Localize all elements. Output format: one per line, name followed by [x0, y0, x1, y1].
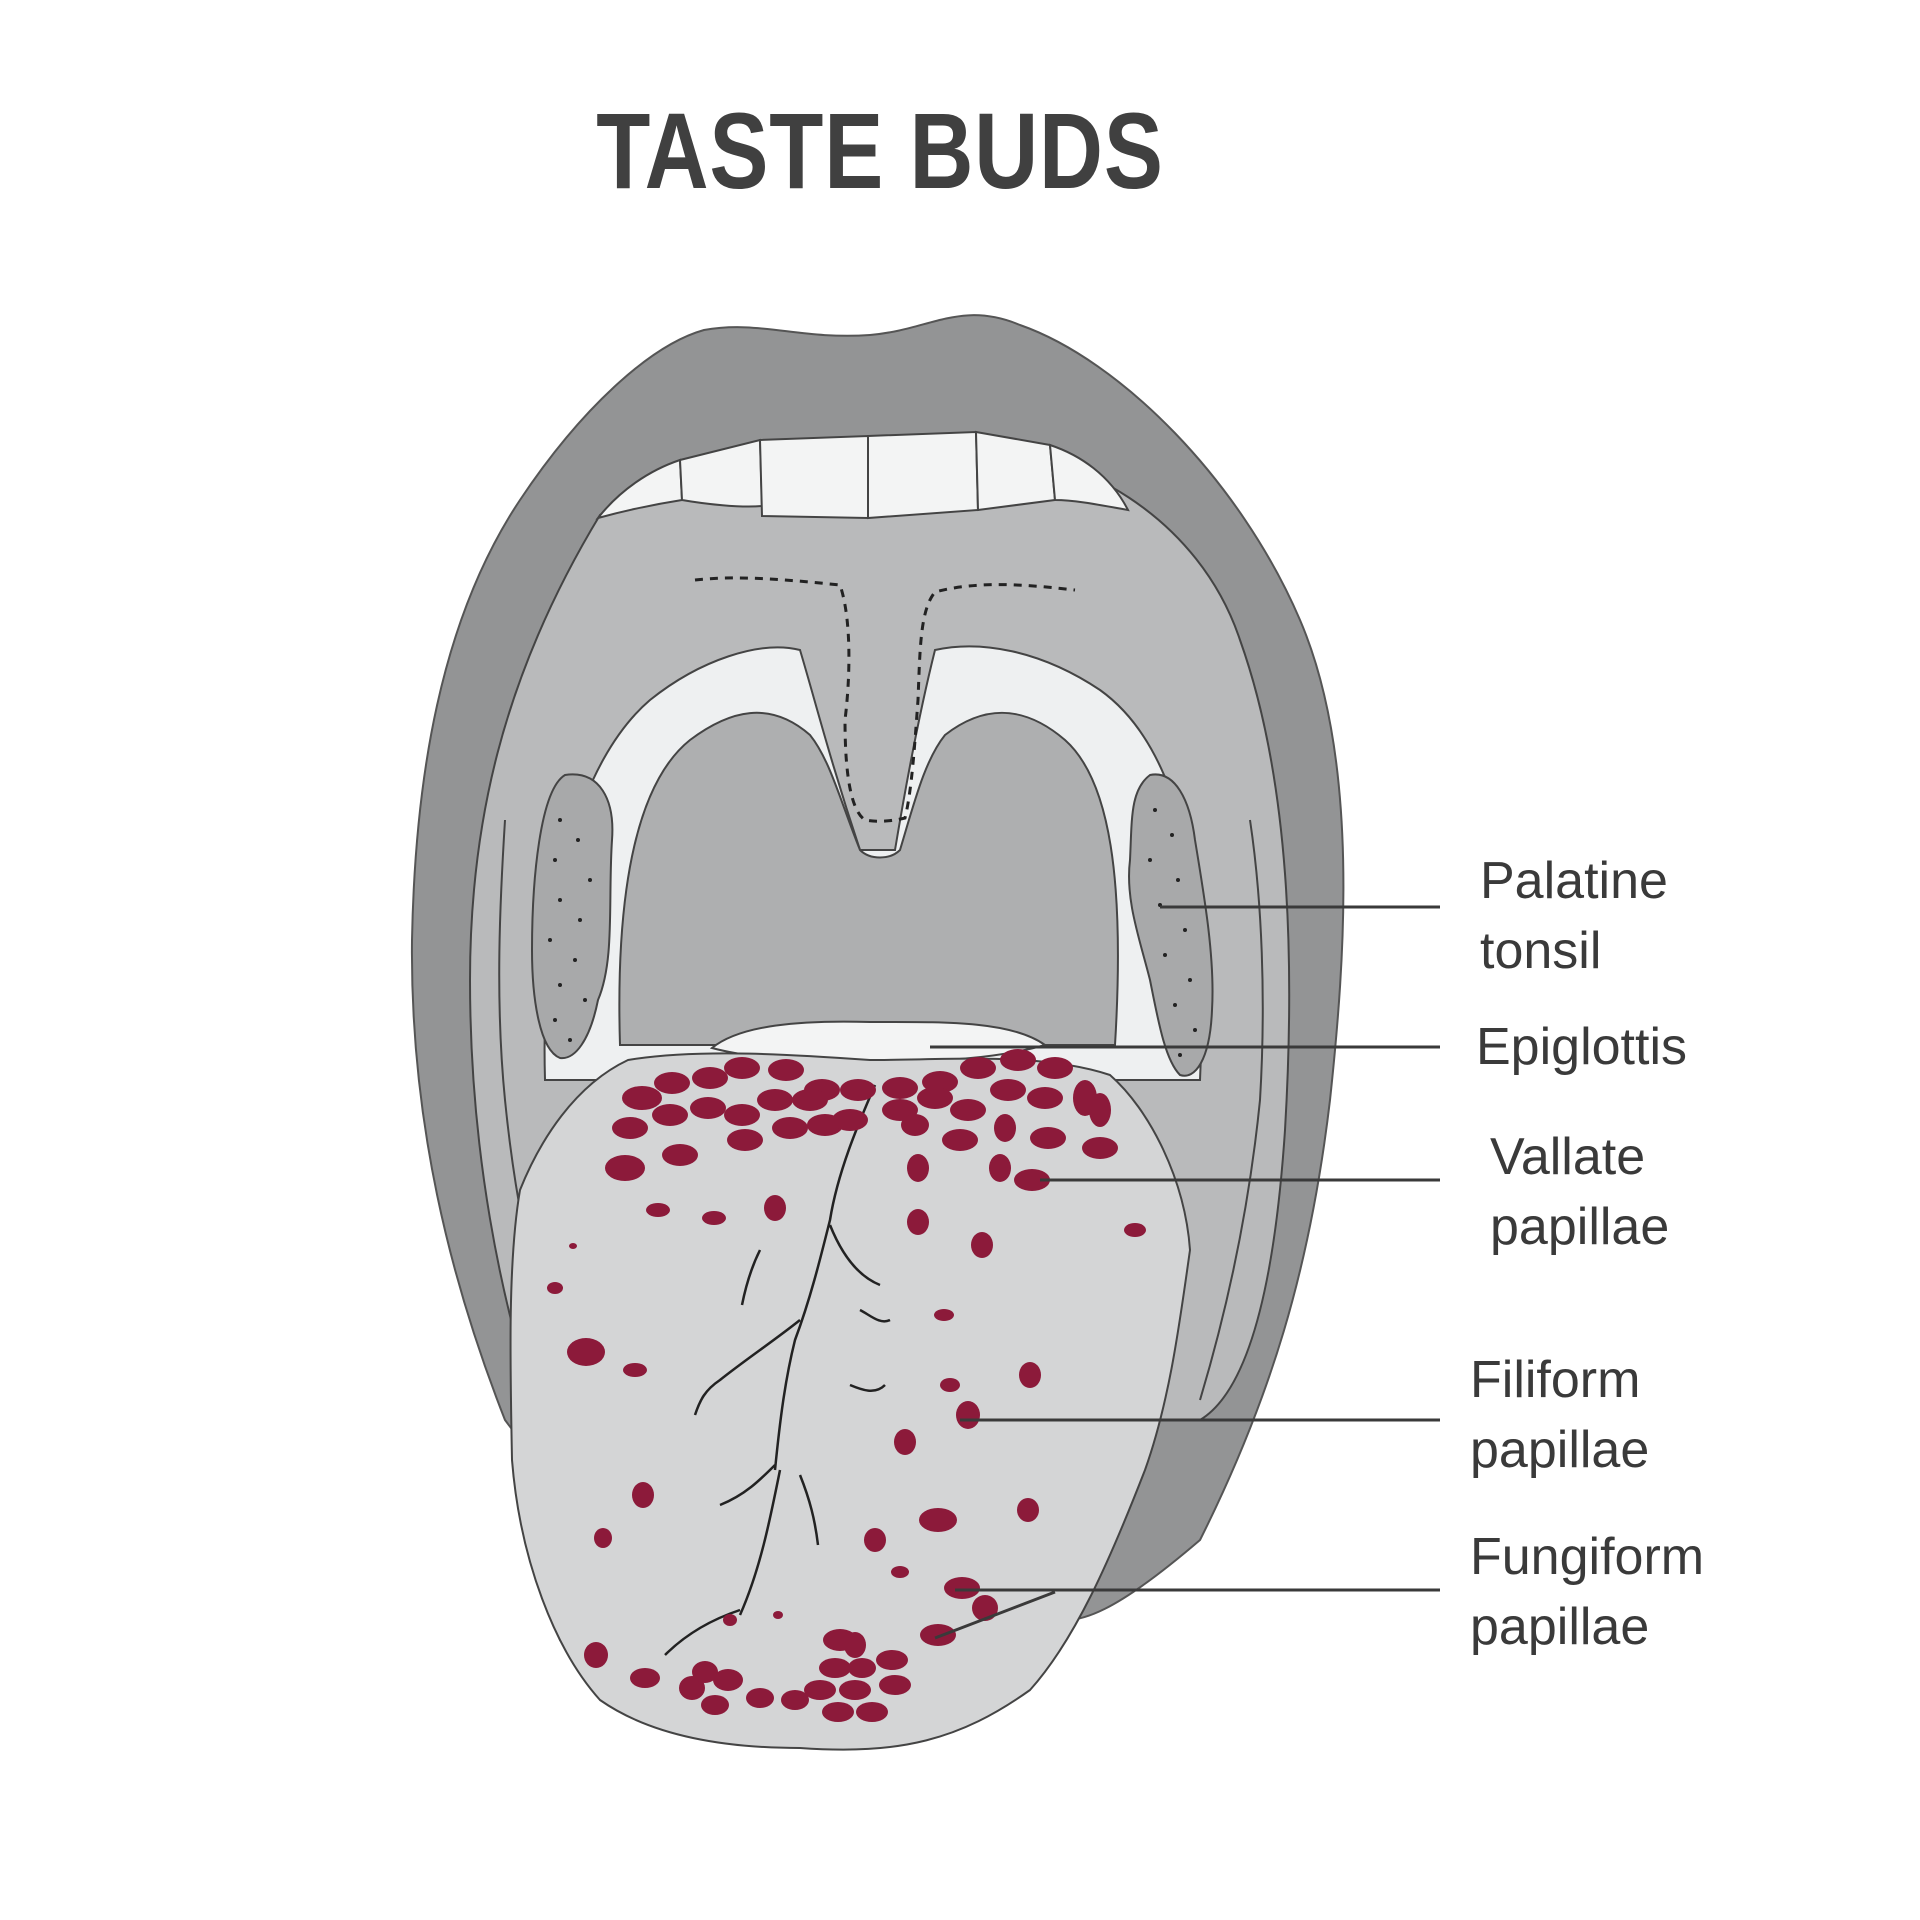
fungiform-papillae [547, 1195, 1146, 1722]
vallate-papillae [605, 1049, 1118, 1191]
label-fungiform-papillae: Fungiform papillae [1470, 1528, 1705, 1656]
label-vallate-papillae: Vallate papillae [1490, 1128, 1670, 1256]
palatine-tonsils [530, 773, 1214, 1077]
throat [618, 711, 1119, 1046]
pointer-lines [930, 905, 1440, 1640]
label-filiform-papillae: Filiform papillae [1470, 1351, 1650, 1479]
label-epiglottis: Epiglottis [1476, 1018, 1687, 1076]
diagram-title: TASTE BUDS [596, 90, 1164, 211]
label-palatine-tonsil: Palatine tonsil [1480, 852, 1668, 980]
upper-teeth [595, 430, 1130, 520]
tongue-fissures [664, 1084, 891, 1656]
tonsil-dots [548, 808, 1197, 1057]
